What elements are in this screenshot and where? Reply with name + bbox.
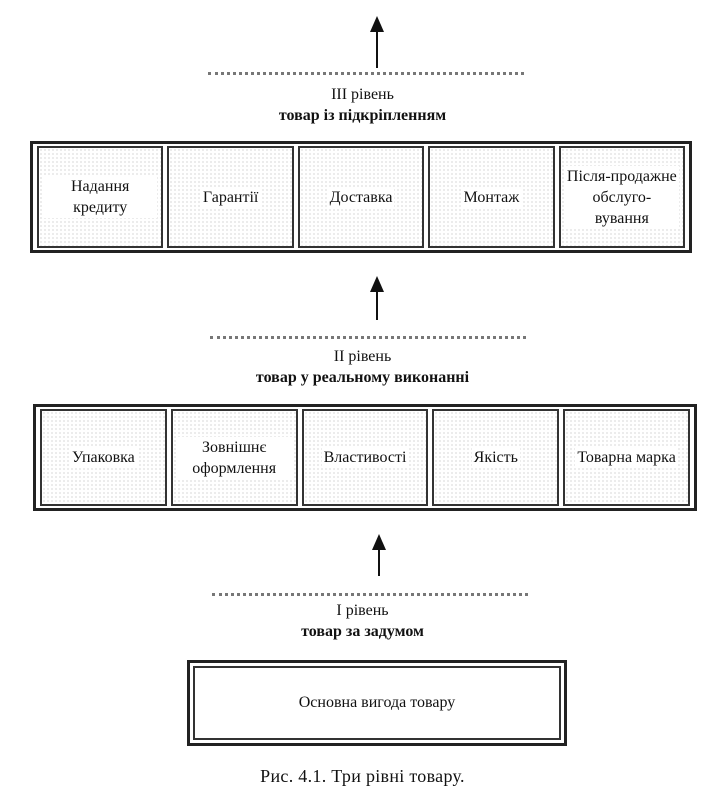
figure-caption: Рис. 4.1. Три рівні товару. xyxy=(260,766,465,786)
level-3-heading: III рівень товар із підкріпленням xyxy=(0,84,725,126)
level-3-item: Доставка xyxy=(297,146,425,248)
level-2-item: Зовнішнє оформлення xyxy=(170,409,298,506)
level-2-subtitle: товар у реальному виконанні xyxy=(255,369,470,386)
level-2-item: Упаковка xyxy=(40,409,167,506)
level-3-item: Монтаж xyxy=(428,146,555,248)
level-3-item: Надання кредиту xyxy=(37,146,164,248)
level-1-heading: I рівень товар за задумом xyxy=(0,600,725,642)
level-1-title: I рівень xyxy=(336,602,389,619)
level-2-row: Упаковка Зовнішнє оформлення Властивості… xyxy=(33,404,697,511)
level-1-item: Основна вигода товару xyxy=(193,666,561,740)
level-1-box: Основна вигода товару xyxy=(187,660,567,746)
level-3-row: Надання кредиту Гарантії Доставка Монтаж… xyxy=(30,141,692,253)
arrow-up-middle xyxy=(370,276,384,320)
level-2-title: II рівень xyxy=(333,348,392,365)
level-2-item: Якість xyxy=(432,409,560,506)
level-3-rule xyxy=(208,72,524,75)
level-2-heading: II рівень товар у реальному виконанні xyxy=(0,346,725,388)
level-1-subtitle: товар за задумом xyxy=(301,623,424,640)
level-2-item: Властивості xyxy=(301,409,429,506)
level-3-subtitle: товар із підкріпленням xyxy=(278,107,447,124)
arrow-up-bottom xyxy=(372,534,386,576)
level-3-title: III рівень xyxy=(331,86,394,103)
level-2-item: Товарна марка xyxy=(563,409,690,506)
level-1-rule xyxy=(212,593,528,596)
level-2-rule xyxy=(210,336,526,339)
arrow-up-top xyxy=(370,16,384,68)
level-3-item: Після-продажне обслуго-вування xyxy=(558,146,686,248)
level-3-item: Гарантії xyxy=(167,146,294,248)
